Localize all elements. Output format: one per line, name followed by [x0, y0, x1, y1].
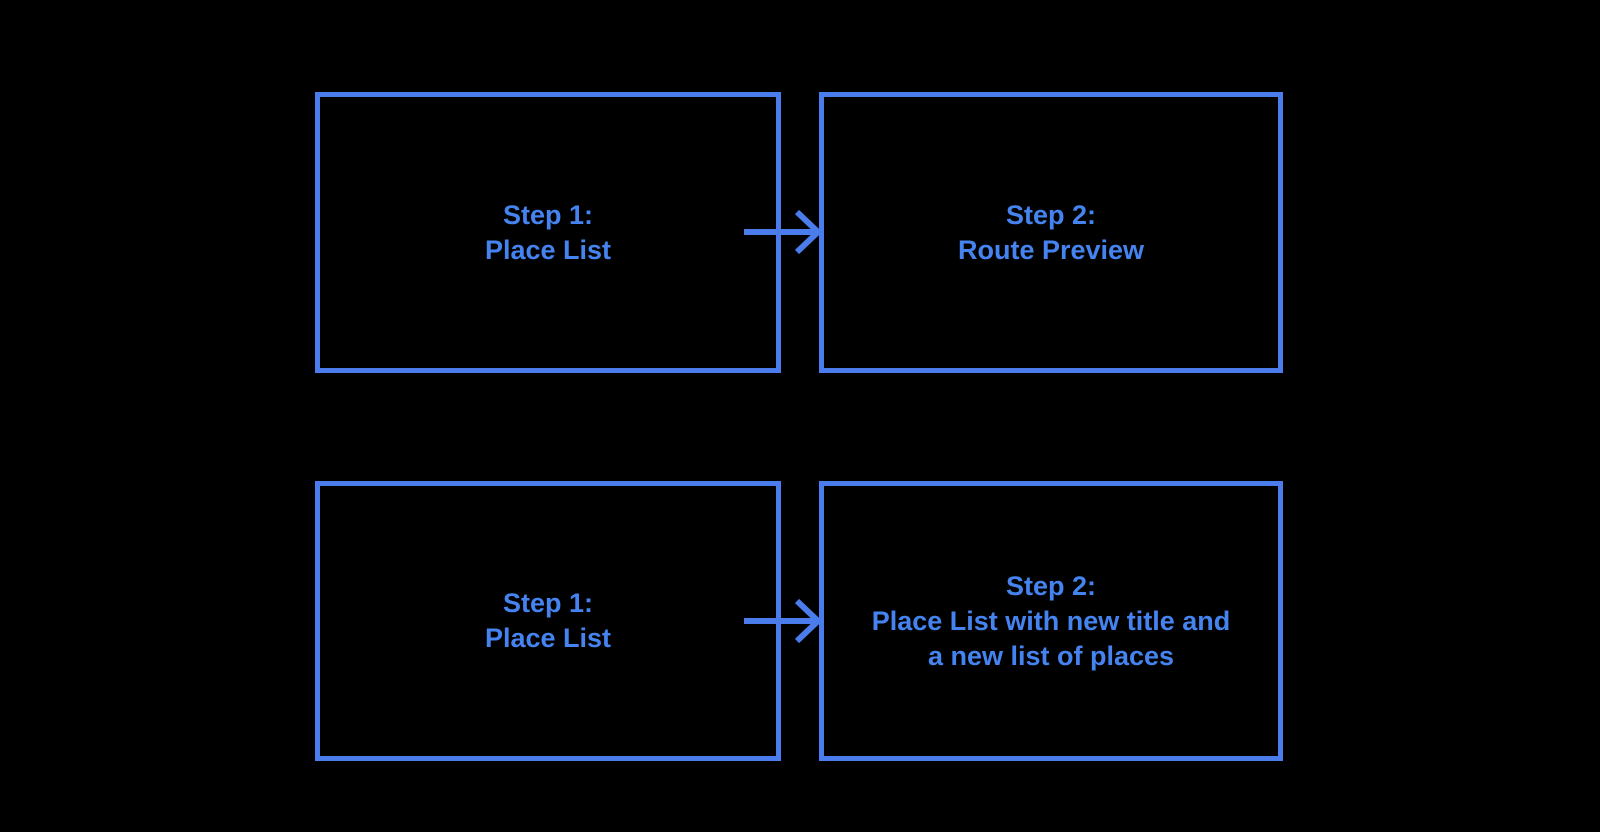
box-step-label: Step 2: [1005, 199, 1097, 230]
box-step-description: a new list of places [927, 640, 1175, 671]
flow-box-step2-route-preview: Step 2: Route Preview [819, 92, 1283, 373]
box-step-description: Place List with new title and [871, 605, 1231, 636]
box-step-description: Place List [484, 234, 612, 265]
flow-box-step1-place-list-top: Step 1: Place List [315, 92, 781, 373]
box-step-label: Step 1: [502, 588, 594, 618]
flow-arrow-right-icon [744, 598, 820, 644]
flow-box-step1-place-list-bottom: Step 1: Place List [315, 481, 781, 761]
box-step-label: Step 2: [1005, 570, 1097, 601]
box-step-description: Place List [484, 623, 612, 653]
box-step-description: Route Preview [957, 234, 1145, 265]
box-step-label: Step 1: [502, 199, 594, 230]
flow-box-step2-new-place-list: Step 2: Place List with new title and a … [819, 481, 1283, 761]
flow-arrow-right-icon [744, 209, 820, 255]
